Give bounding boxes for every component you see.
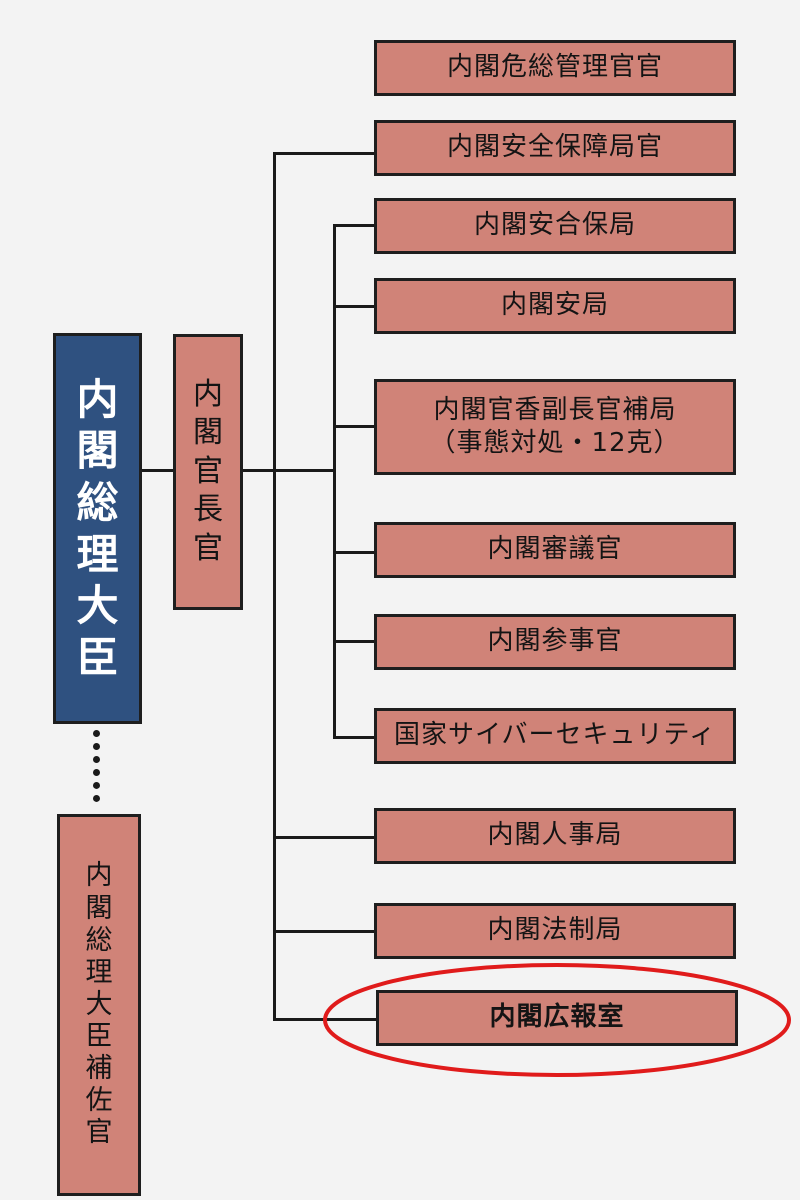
- office-box: 内閣人事局: [374, 808, 736, 864]
- office-label: 内閣危総管理官官: [446, 52, 663, 83]
- connector-line: [333, 551, 376, 554]
- office-box: 国家サイバーセキュリティ: [374, 708, 736, 764]
- office-label: 内閣安全保障局官: [446, 132, 663, 163]
- office-box: 内閣安合保局: [374, 198, 736, 254]
- connector-line: [273, 152, 376, 155]
- connector-line: [333, 425, 376, 428]
- prime-minister-box: 内 閣 総 理 大 臣: [53, 333, 142, 724]
- office-box: 内閣危総管理官官: [374, 40, 736, 96]
- office-box: 内閣官香副長官補局 （事態対処・12克）: [374, 379, 736, 475]
- connector-line: [141, 469, 174, 472]
- connector-line: [333, 224, 376, 227]
- connector-line: [333, 224, 336, 739]
- connector-line: [273, 930, 376, 933]
- pm-assistant-box: 内 閣 総 理 大 臣 補 佐 官: [57, 814, 141, 1196]
- dotted-connector: [93, 730, 100, 802]
- office-label: 内閣審議官: [487, 534, 623, 565]
- chief-cabinet-secretary-box: 内 閣 官 長 官: [173, 334, 243, 610]
- connector-line: [273, 152, 276, 1021]
- connector-line: [273, 836, 376, 839]
- connector-line: [242, 469, 336, 472]
- office-label: 内閣安局: [500, 290, 609, 321]
- office-box: 内閣法制局: [374, 903, 736, 959]
- chief-cabinet-secretary-label: 内 閣 官 長 官: [193, 377, 223, 566]
- office-box: 内閣審議官: [374, 522, 736, 578]
- connector-line: [333, 736, 376, 739]
- office-label: 国家サイバーセキュリティ: [394, 720, 716, 751]
- office-label: 内閣安合保局: [473, 210, 636, 241]
- connector-line: [333, 640, 376, 643]
- pm-assistant-label: 内 閣 総 理 大 臣 補 佐 官: [85, 860, 113, 1149]
- cabinet-public-relations-office-box: 内閣広報室: [376, 990, 738, 1046]
- highlight-ellipse: [323, 963, 791, 1077]
- office-box: 内閣参事官: [374, 614, 736, 670]
- prime-minister-label: 内 閣 総 理 大 臣: [76, 374, 119, 682]
- office-box: 内閣安全保障局官: [374, 120, 736, 176]
- office-label: 内閣官香副長官補局 （事態対処・12克）: [429, 394, 681, 458]
- office-label: 内閣人事局: [487, 820, 623, 851]
- office-label: 内閣広報室: [489, 1002, 625, 1033]
- office-box: 内閣安局: [374, 278, 736, 334]
- connector-line: [333, 305, 376, 308]
- office-label: 内閣法制局: [487, 915, 623, 946]
- office-label: 内閣参事官: [487, 626, 623, 657]
